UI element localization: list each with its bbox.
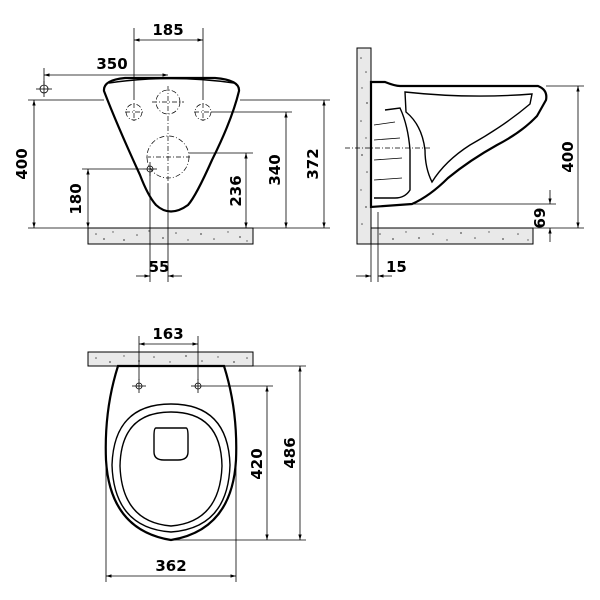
dim-top-fixing-spacing: 163 <box>152 325 183 343</box>
side-bowl-inner <box>404 91 533 184</box>
dim-front-pipe-height: 180 <box>67 183 85 214</box>
side-wall <box>356 47 372 245</box>
top-bowl-outline <box>104 364 238 542</box>
dim-top-total-length: 486 <box>281 437 299 468</box>
top-view: 163 420 486 362 <box>87 325 306 582</box>
dim-top-bowl-length: 420 <box>248 448 266 479</box>
dim-top-bowl-width: 362 <box>155 557 186 575</box>
side-trap <box>374 107 411 199</box>
front-view: 185 350 400 180 236 340 372 55 <box>13 21 330 282</box>
side-bowl-outline <box>369 80 548 209</box>
top-wall-texture <box>95 355 248 363</box>
dim-side-total-height: 400 <box>559 141 577 172</box>
side-floor-slab <box>370 227 534 245</box>
top-wall-strip <box>87 351 254 367</box>
front-bowl-rim-line <box>108 77 235 84</box>
top-outlet <box>153 427 189 461</box>
front-bowl-outline <box>102 76 241 213</box>
dim-front-upper-fixing-height: 372 <box>304 148 322 179</box>
dim-front-outlet-offset: 55 <box>149 258 170 276</box>
front-floor-slab <box>87 227 254 245</box>
dim-side-wall-gap: 15 <box>386 258 407 276</box>
dim-front-outlet-height: 236 <box>227 175 245 206</box>
dim-front-total-height: 400 <box>13 148 31 179</box>
dim-front-lower-fixing-height: 340 <box>266 154 284 185</box>
top-bowl-opening <box>119 411 223 527</box>
side-wall-texture <box>360 57 368 225</box>
side-floor-texture <box>379 231 529 241</box>
side-view: 400 69 15 <box>345 47 584 282</box>
top-seat-ring <box>111 403 231 533</box>
top-fixing-hole-right <box>191 379 205 393</box>
dim-front-pipe-offset: 350 <box>96 55 127 73</box>
dim-side-floor-gap: 69 <box>531 208 549 229</box>
top-fixing-hole-left <box>132 379 146 393</box>
dim-front-fixing-spacing: 185 <box>152 21 183 39</box>
front-floor-texture <box>95 230 248 242</box>
